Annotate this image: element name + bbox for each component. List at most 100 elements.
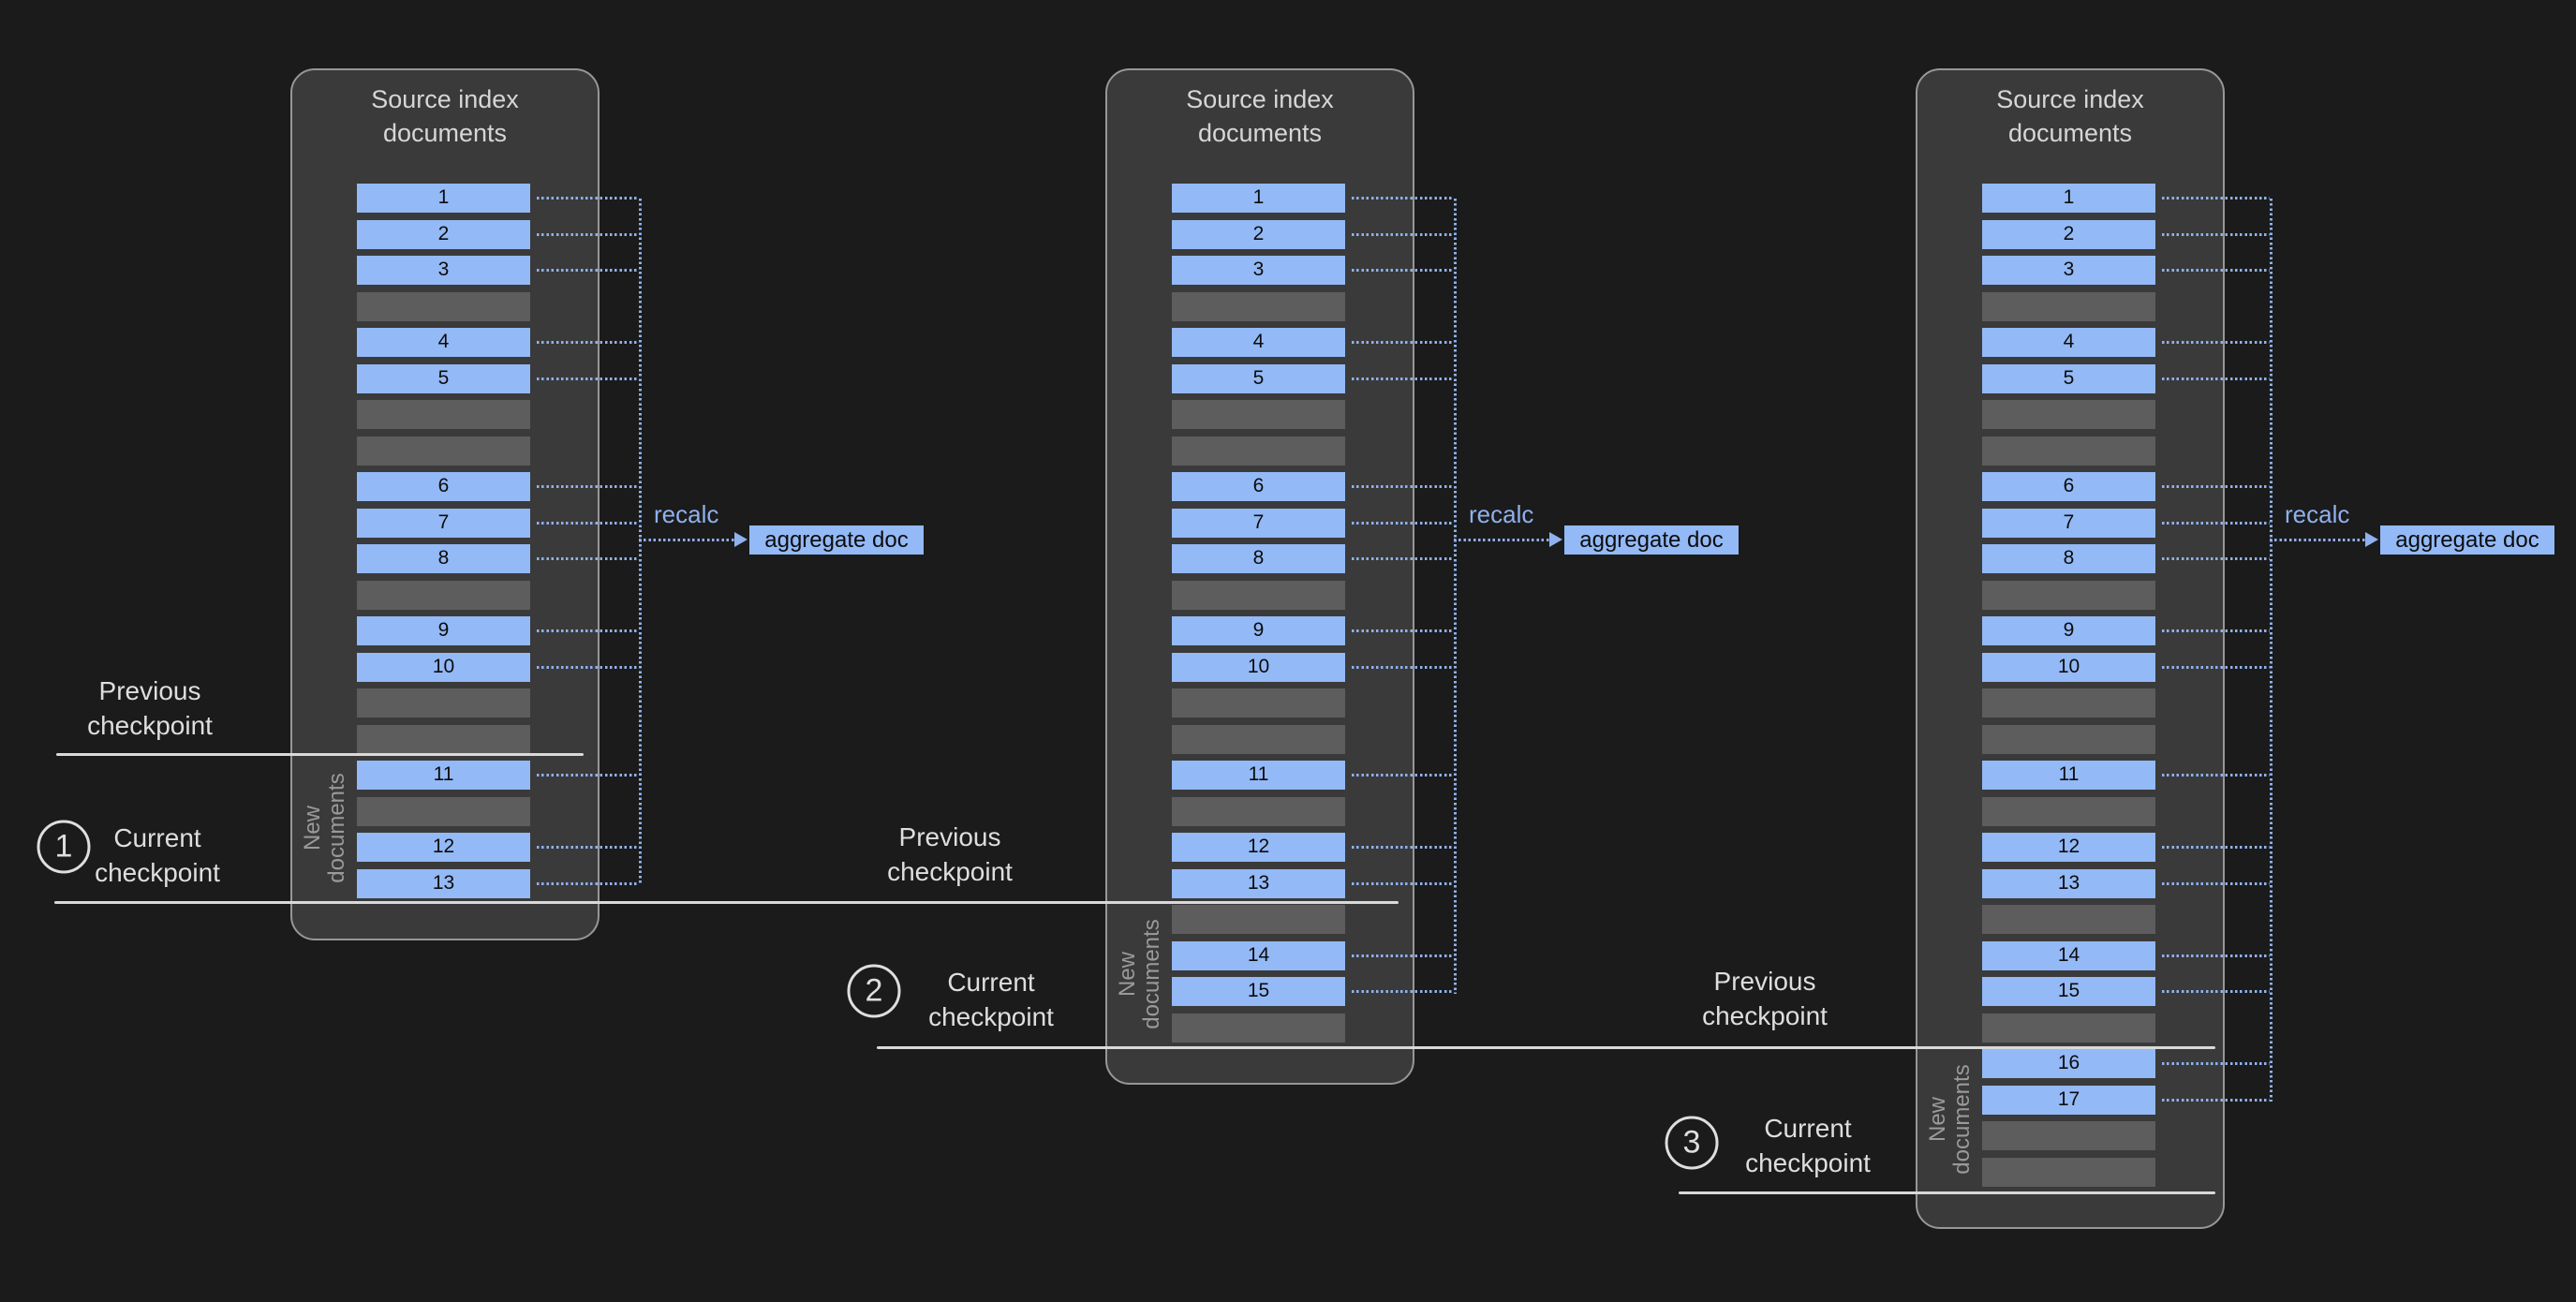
arrowhead-icon — [734, 532, 748, 547]
recalc-arrow — [1454, 538, 1550, 541]
doc-link-line — [1352, 954, 1454, 957]
doc-link-line — [2162, 377, 2270, 380]
doc-link-line — [2162, 232, 2270, 236]
empty-row — [1172, 796, 1345, 826]
empty-row — [357, 724, 530, 754]
previous-checkpoint-label: Previous checkpoint — [87, 676, 213, 740]
doc-row: 16 — [1982, 1049, 2155, 1078]
doc-row: 3 — [1982, 256, 2155, 285]
doc-link-line — [1352, 629, 1454, 632]
doc-link-line — [537, 846, 639, 849]
doc-row: 5 — [1172, 363, 1345, 393]
doc-row: 15 — [1982, 977, 2155, 1006]
current-checkpoint-label: Current checkpoint — [1745, 1114, 1871, 1177]
doc-link-line — [1352, 881, 1454, 885]
empty-row — [1172, 400, 1345, 429]
doc-row: 7 — [1172, 508, 1345, 538]
doc-row: 4 — [357, 328, 530, 357]
doc-row: 1 — [1172, 184, 1345, 213]
doc-row: 12 — [357, 833, 530, 862]
doc-link-line — [1352, 990, 1454, 993]
doc-link-line — [1352, 232, 1454, 236]
doc-link-line — [1352, 774, 1454, 777]
doc-link-line — [537, 557, 639, 560]
doc-row: 11 — [357, 761, 530, 790]
doc-link-line — [537, 629, 639, 632]
doc-row: 9 — [1172, 616, 1345, 645]
empty-row — [1982, 436, 2155, 466]
doc-bracket-line — [639, 198, 642, 885]
doc-row: 14 — [1172, 940, 1345, 970]
doc-bracket-line — [1454, 198, 1457, 994]
checkpoint-number-badge: 2 — [847, 964, 901, 1018]
current-checkpoint-label: Current checkpoint — [95, 823, 220, 887]
doc-link-line — [1352, 665, 1454, 669]
doc-row: 12 — [1982, 833, 2155, 862]
doc-row: 13 — [1982, 868, 2155, 898]
doc-link-line — [1352, 846, 1454, 849]
previous-checkpoint-label: Previous checkpoint — [1702, 967, 1828, 1030]
empty-row — [1982, 688, 2155, 718]
doc-link-line — [537, 377, 639, 380]
checkpoint-line — [54, 900, 1399, 904]
doc-link-line — [2162, 1098, 2270, 1102]
doc-link-line — [2162, 485, 2270, 488]
doc-row: 9 — [357, 616, 530, 645]
recalc-arrow — [639, 538, 735, 541]
doc-row: 1 — [357, 184, 530, 213]
new-documents-label: New documents — [1925, 1064, 1975, 1175]
checkpoint-line — [1679, 1191, 2215, 1194]
doc-row: 8 — [1982, 544, 2155, 573]
doc-link-line — [2162, 557, 2270, 560]
empty-row — [357, 796, 530, 826]
doc-row: 13 — [357, 868, 530, 898]
recalc-label: recalc — [2285, 500, 2350, 528]
recalc-label: recalc — [654, 500, 719, 528]
panel — [290, 68, 600, 940]
new-documents-label: New documents — [300, 773, 349, 883]
doc-row: 7 — [1982, 508, 2155, 538]
doc-link-line — [2162, 990, 2270, 993]
doc-row: 5 — [357, 363, 530, 393]
doc-link-line — [2162, 881, 2270, 885]
arrowhead-icon — [2365, 532, 2378, 547]
doc-row: 2 — [357, 219, 530, 249]
empty-row — [357, 291, 530, 321]
doc-row: 5 — [1982, 363, 2155, 393]
doc-row: 4 — [1172, 328, 1345, 357]
doc-row: 6 — [357, 472, 530, 501]
doc-link-line — [2162, 774, 2270, 777]
recalc-arrow — [2270, 538, 2366, 541]
doc-link-line — [1352, 197, 1454, 200]
empty-row — [357, 400, 530, 429]
doc-row: 3 — [357, 256, 530, 285]
doc-link-line — [537, 341, 639, 344]
doc-link-line — [1352, 521, 1454, 525]
empty-row — [357, 436, 530, 466]
doc-row: 1 — [1982, 184, 2155, 213]
checkpoint-number-badge: 1 — [37, 820, 91, 874]
empty-row — [1172, 291, 1345, 321]
doc-link-line — [2162, 197, 2270, 200]
doc-link-line — [537, 521, 639, 525]
doc-row: 8 — [1172, 544, 1345, 573]
doc-row: 8 — [357, 544, 530, 573]
doc-row: 4 — [1982, 328, 2155, 357]
doc-row: 12 — [1172, 833, 1345, 862]
aggregate-doc-box: aggregate doc — [749, 525, 924, 555]
doc-row: 14 — [1982, 940, 2155, 970]
doc-row: 2 — [1982, 219, 2155, 249]
aggregate-doc-box: aggregate doc — [2380, 525, 2554, 555]
empty-row — [1982, 724, 2155, 754]
doc-row: 10 — [357, 652, 530, 682]
doc-link-line — [2162, 846, 2270, 849]
doc-link-line — [2162, 269, 2270, 272]
doc-link-line — [2162, 341, 2270, 344]
checkpoint-line — [877, 1045, 2215, 1049]
doc-bracket-line — [2270, 198, 2273, 1102]
doc-row: 13 — [1172, 868, 1345, 898]
doc-row: 15 — [1172, 977, 1345, 1006]
doc-row: 6 — [1172, 472, 1345, 501]
empty-row — [1982, 1157, 2155, 1187]
